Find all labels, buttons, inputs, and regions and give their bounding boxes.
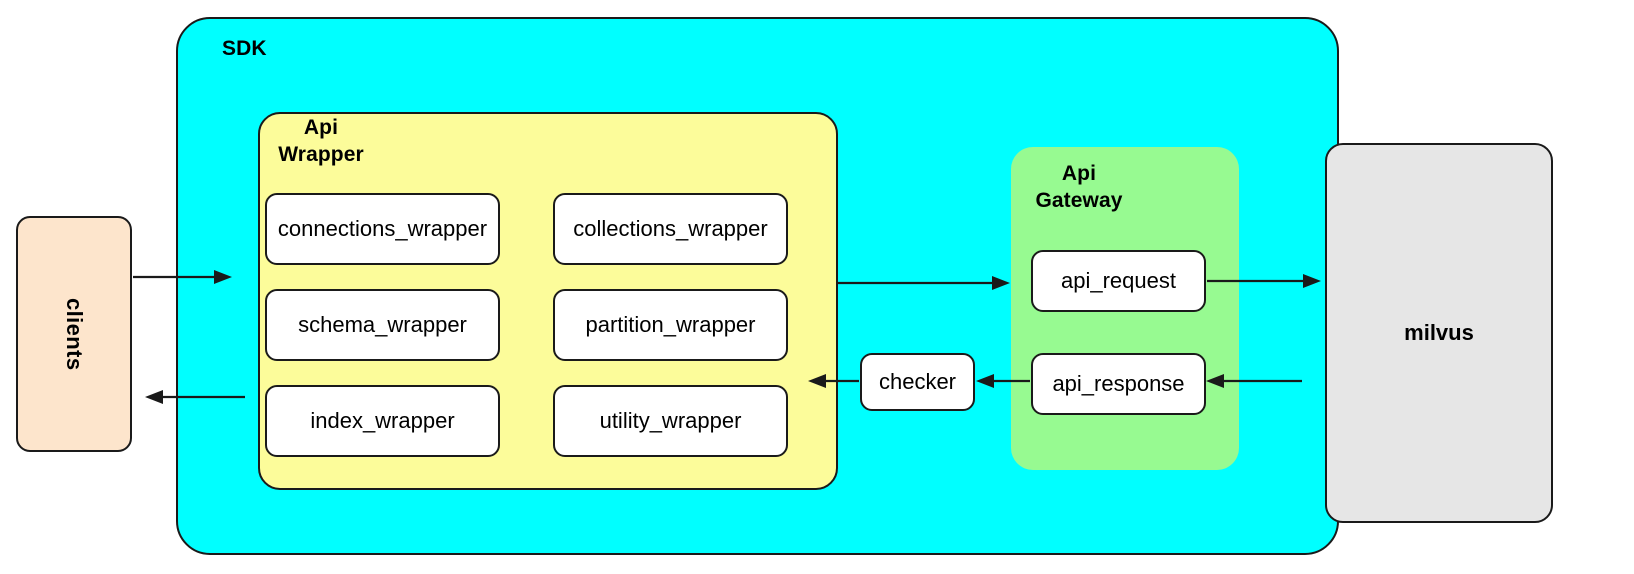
node-partition-wrapper[interactable]: partition_wrapper	[553, 289, 788, 361]
node-label: api_request	[1061, 268, 1176, 293]
node-label: index_wrapper	[310, 408, 455, 433]
node-checker[interactable]: checker	[860, 353, 975, 411]
node-clients[interactable]: clients	[16, 216, 132, 452]
region-sdk-label: SDK	[222, 37, 267, 60]
node-label: connections_wrapper	[277, 216, 488, 241]
node-label: utility_wrapper	[599, 408, 742, 433]
node-label: schema_wrapper	[298, 312, 467, 337]
node-api-request[interactable]: api_request	[1031, 250, 1206, 312]
node-schema-wrapper[interactable]: schema_wrapper	[265, 289, 500, 361]
node-label: partition_wrapper	[585, 312, 756, 337]
region-api-gateway-label: Api Gateway	[1035, 162, 1123, 212]
node-utility-wrapper[interactable]: utility_wrapper	[553, 385, 788, 457]
node-collections-wrapper[interactable]: collections_wrapper	[553, 193, 788, 265]
node-milvus-label: milvus	[1404, 320, 1474, 345]
region-api-wrapper-label: Api Wrapper	[278, 116, 364, 166]
node-connections-wrapper[interactable]: connections_wrapper	[265, 193, 500, 265]
node-clients-label: clients	[62, 297, 87, 371]
node-milvus[interactable]: milvus	[1325, 143, 1553, 523]
node-api-response[interactable]: api_response	[1031, 353, 1206, 415]
node-label: checker	[878, 369, 957, 394]
node-index-wrapper[interactable]: index_wrapper	[265, 385, 500, 457]
node-label: api_response	[1052, 371, 1185, 396]
node-label: collections_wrapper	[573, 216, 768, 241]
